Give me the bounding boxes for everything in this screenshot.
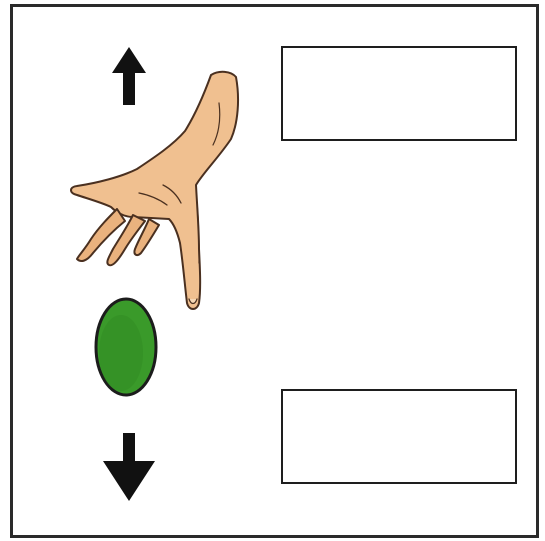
up-arrow-icon [112,47,146,105]
hand-icon [71,72,238,309]
illustration [13,7,536,535]
ball-icon [96,299,156,395]
down-arrow-icon [103,433,155,501]
diagram-frame [10,4,539,538]
